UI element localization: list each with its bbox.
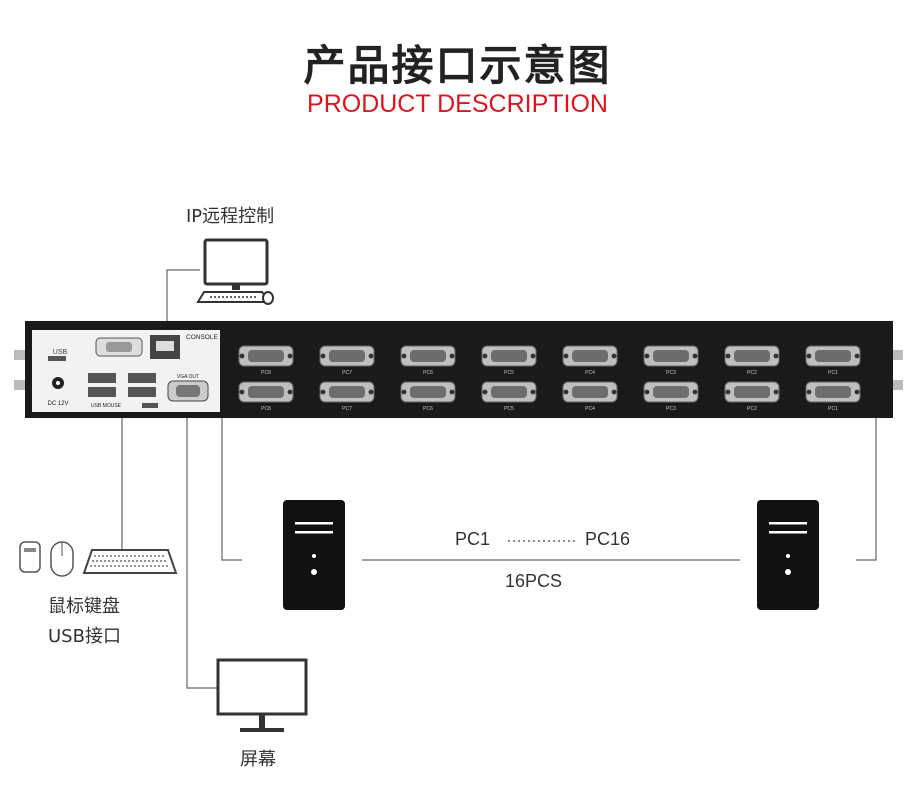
page-title: 产品接口示意图: [303, 41, 612, 90]
vga-port-label: PC6: [423, 406, 433, 412]
vga-port-label: PC4: [585, 406, 595, 412]
vga-port-top-pc3: PC3: [643, 345, 699, 376]
screen-label: 屏幕: [240, 749, 276, 770]
vga-port-label: PC2: [747, 370, 757, 376]
vga-port-label: PC7: [342, 370, 352, 376]
pc-left-line: [221, 394, 242, 561]
vga-out-label: VGA OUT: [177, 374, 199, 380]
vga-port-label: PC1: [828, 370, 838, 376]
ip-line: [166, 269, 200, 332]
vga-port-label: PC5: [504, 370, 514, 376]
usb-mouse-label: USB MOUSE: [91, 403, 122, 409]
pc-tower-left-icon: [283, 500, 345, 610]
mouse-keyboard-label: 鼠标键盘: [48, 596, 120, 617]
vga-port-bottom-pc2: PC2: [724, 381, 780, 412]
vga-port-bottom-pc6: PC6: [400, 381, 456, 412]
usb-port-text: USB接口: [48, 626, 121, 647]
vga-port-label: PC3: [666, 406, 676, 412]
vga-port-label: PC8: [261, 406, 271, 412]
vga-port-top-pc6: PC6: [400, 345, 456, 376]
usb-flash-icon: [19, 541, 41, 573]
vga-port-bottom-pc1: PC1: [805, 381, 861, 412]
vga-port-bottom-pc8: PC8: [238, 381, 294, 412]
screen-line: [186, 405, 218, 689]
vga-port-top-pc5: PC5: [481, 345, 537, 376]
vga-port-top-pc2: PC2: [724, 345, 780, 376]
mouse-icon: [50, 541, 74, 577]
screen-monitor-icon: [216, 658, 308, 732]
dc-label: DC 12V: [47, 401, 68, 407]
vga-port-label: PC5: [504, 406, 514, 412]
vga-port-label: PC7: [342, 406, 352, 412]
pc-right-line: [856, 394, 877, 561]
page-subtitle: PRODUCT DESCRIPTION: [307, 90, 608, 118]
console-label: CONSOLE: [186, 334, 218, 341]
vga-port-top-pc4: PC4: [562, 345, 618, 376]
vga-port-label: PC4: [585, 370, 595, 376]
vga-port-top-pc1: PC1: [805, 345, 861, 376]
vga-port-label: PC2: [747, 406, 757, 412]
pc-start-label: PC1: [455, 529, 491, 549]
vga-port-label: PC8: [261, 370, 271, 376]
pc-tower-right-icon: [757, 500, 819, 610]
vga-port-bottom-pc5: PC5: [481, 381, 537, 412]
vga-port-label: PC6: [423, 370, 433, 376]
pcs-count-label: 16PCS: [505, 571, 563, 591]
vga-port-label: PC3: [666, 370, 676, 376]
usb-port-label: USB: [53, 349, 68, 356]
pc-end-label: PC16: [585, 529, 631, 549]
vga-port-bottom-pc4: PC4: [562, 381, 618, 412]
remote-computer-icon: [196, 238, 274, 305]
vga-port-top-pc7: PC7: [319, 345, 375, 376]
vga-port-label: PC1: [828, 406, 838, 412]
ip-remote-label: IP远程控制: [186, 206, 275, 227]
vga-port-bottom-pc7: PC7: [319, 381, 375, 412]
kvm-device: [14, 321, 903, 418]
vga-port-bottom-pc3: PC3: [643, 381, 699, 412]
vga-port-top-pc8: PC8: [238, 345, 294, 376]
keyboard-icon: [82, 549, 178, 574]
